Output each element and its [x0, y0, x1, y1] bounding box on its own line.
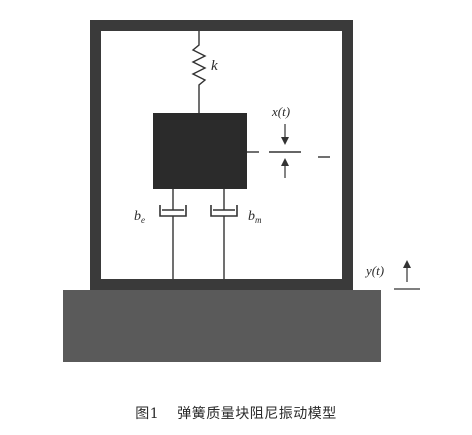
damper-bm-label: bm: [248, 209, 262, 225]
mass-block: [153, 113, 247, 189]
base-displacement-y-label: y(t): [364, 263, 384, 278]
damper-be-subscript: e: [141, 215, 145, 225]
displacement-x-label: x(t): [271, 104, 290, 119]
displacement-indicator: [247, 124, 330, 178]
damper-bm-letter: b: [248, 209, 255, 224]
damper-be: [159, 189, 187, 279]
housing-frame: [90, 20, 353, 290]
figure-title: 弹簧质量块阻尼振动模型: [177, 406, 337, 422]
spring: [191, 31, 207, 113]
damper-be-letter: b: [134, 209, 141, 224]
base-block: [63, 290, 381, 362]
figure-number: 图1: [135, 406, 160, 422]
base-excitation-indicator: [394, 260, 420, 290]
damper-be-label: be: [134, 209, 145, 225]
damper-bm: [210, 189, 238, 279]
figure-caption: 图1 弹簧质量块阻尼振动模型: [0, 403, 472, 423]
spring-constant-label: k: [211, 58, 218, 74]
damper-bm-subscript: m: [255, 215, 262, 225]
